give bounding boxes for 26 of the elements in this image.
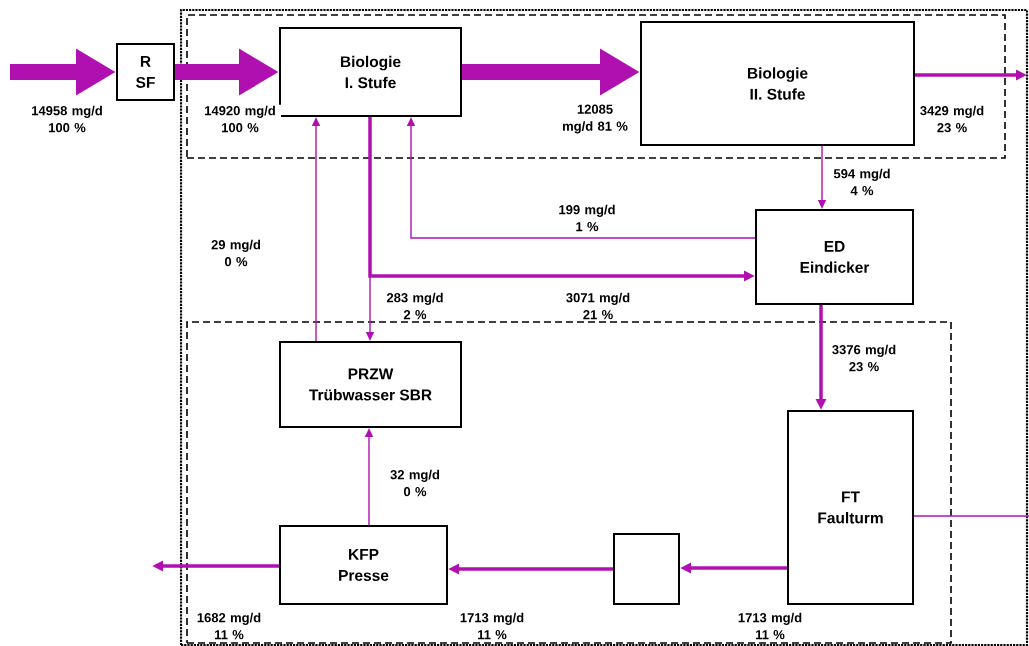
flow-line	[913, 515, 1029, 517]
process-box: Biologie II. Stufe	[640, 21, 915, 146]
edge-label: 1713 mg/d 11 %	[457, 611, 527, 641]
edge-label: 12085 mg/d 81 %	[554, 103, 636, 135]
boundary-frame	[179, 8, 1029, 646]
edge-label: 1713 mg/d 11 %	[735, 611, 805, 641]
edge-label: 29 mg/d 0 %	[208, 238, 264, 268]
process-box: PRZW Trübwasser SBR	[279, 341, 462, 428]
group-frame	[186, 321, 952, 644]
edge-label: 3376 mg/d 23 %	[829, 343, 899, 373]
process-box: ED Eindicker	[755, 209, 914, 305]
process-box: KFP Presse	[279, 525, 448, 605]
edge-label: 199 mg/d 1 %	[555, 203, 619, 233]
edge-label: 1682 mg/d 11 %	[194, 611, 264, 641]
edge-label: 32 mg/d 0 %	[387, 468, 443, 498]
edge-label: 3429 mg/d 23 %	[917, 104, 987, 134]
edge-label: 594 mg/d 4 %	[830, 167, 894, 197]
group-frame	[186, 14, 1006, 159]
process-box: FT Faulturm	[787, 410, 914, 605]
process-box: Biologie I. Stufe	[279, 27, 462, 117]
process-box: R SF	[116, 43, 175, 101]
edge-label: 283 mg/d 2 %	[383, 291, 447, 321]
edge-label: 14958 mg/d 100 %	[26, 104, 108, 134]
empty-box	[613, 533, 680, 605]
edge-label: 3071 mg/d 21 %	[563, 291, 633, 321]
edge-label: 14920 mg/d 100 %	[199, 104, 281, 134]
